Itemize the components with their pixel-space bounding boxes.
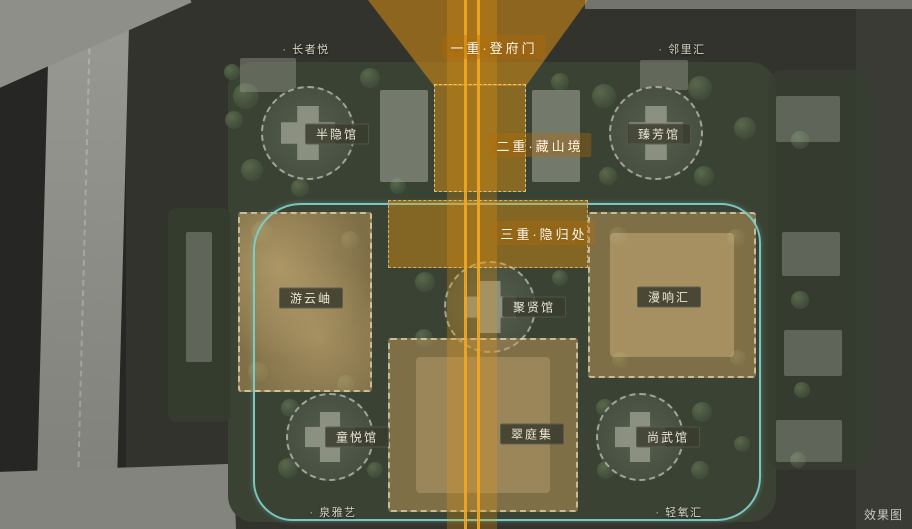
zone-realm-second [434,84,526,192]
tree [241,159,263,181]
landscape-right [768,70,872,470]
building-footprint [532,90,580,182]
tree [233,83,259,109]
tree [599,167,617,185]
poi-label-qingyanghui: · 轻氧汇 [655,507,703,519]
venue-label-youyunxiu: 游云岫 [278,287,344,309]
tree [691,461,709,479]
road-top-edge [585,0,912,9]
building-footprint [784,330,842,376]
tree [790,452,806,468]
axis-label-second-realm: 二重·藏山境 [488,133,592,157]
venue-label-banyin: 半隐馆 [304,123,370,145]
tree [791,131,809,149]
axis-centerline-right [477,0,480,529]
landscape-left [168,208,230,422]
tree [794,382,810,398]
venue-label-zhenfang: 臻芳馆 [626,123,692,145]
building-footprint [782,232,840,276]
zone-cuitingji [388,338,578,512]
tree [734,117,756,139]
zone-hidden-third [388,200,588,268]
tree [552,270,568,286]
tree [367,462,383,478]
tree [791,291,809,309]
poi-label-changzheyue: · 长者悦 [282,44,330,56]
tree [592,84,616,108]
building-footprint [186,232,212,362]
axis-centerline-left [464,0,467,529]
poi-label-quanyayi: · 泉雅艺 [309,507,357,519]
tree [692,402,712,422]
venue-label-tongyue: 童悦馆 [324,426,390,448]
road-bottom-left [0,463,237,529]
tree [415,272,435,292]
building-footprint [776,420,842,462]
tree [360,68,380,88]
render-watermark: 效果图 [863,508,903,522]
venue-label-cuitingji: 翠庭集 [499,423,565,445]
venue-label-manxianghui: 漫响汇 [636,286,702,308]
building-footprint [380,90,428,182]
tree [688,76,712,100]
tree [224,64,240,80]
building-footprint [640,60,688,90]
building-footprint [240,58,296,92]
axis-label-first-gate: 一重·登府门 [442,35,546,59]
tree [225,111,243,129]
tree [291,179,309,197]
building-footprint [776,96,840,142]
venue-label-juxian: 聚贤馆 [501,296,567,318]
road-left [35,0,130,529]
poi-label-linlihui: · 邻里汇 [658,44,706,56]
boundary-teal-outline [253,203,761,521]
axis-label-third-retreat: 三重·隐归处 [492,221,596,245]
tree [694,166,714,186]
tree [390,178,406,194]
tree [551,73,569,91]
tree [734,436,750,452]
venue-label-shangwu: 尚武馆 [635,426,701,448]
axis-band [447,0,497,529]
